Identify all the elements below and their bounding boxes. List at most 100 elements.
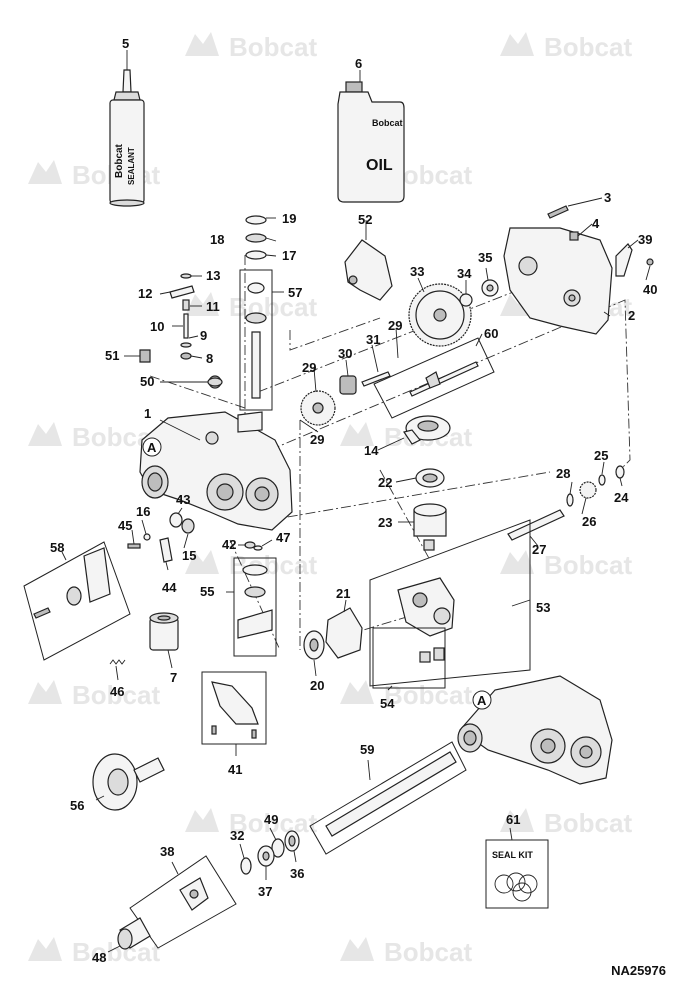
bolt-3 xyxy=(547,205,569,219)
seal-37 xyxy=(284,830,300,852)
callout-2: 2 xyxy=(628,308,635,323)
callout-7: 7 xyxy=(170,670,177,685)
callout-11: 11 xyxy=(206,299,220,314)
callout-53: 52 xyxy=(358,212,372,227)
svg-text:Bobcat: Bobcat xyxy=(372,118,403,128)
bolt-4 xyxy=(569,231,579,241)
filter-base-56 xyxy=(233,557,277,657)
pump-assembly-54 xyxy=(369,519,531,687)
watermark: Bobcat xyxy=(185,292,317,322)
gear-30 xyxy=(300,390,336,426)
transaxle-housing-right: A xyxy=(457,675,613,785)
callout-labels: 5 6 3 4 39 40 2 19 18 17 57 13 12 11 10 … xyxy=(50,36,657,965)
callout-27: 27 xyxy=(532,542,546,557)
callout-36: 35 xyxy=(478,250,492,265)
svg-text:OIL: OIL xyxy=(366,157,393,174)
svg-text:SEALANT: SEALANT xyxy=(127,147,136,185)
gear-34 xyxy=(408,283,472,347)
cam-14 xyxy=(403,415,451,445)
axle-shaft-60 xyxy=(309,741,467,855)
callout-61: 60 xyxy=(484,326,498,341)
bearing-36 xyxy=(481,279,499,297)
transaxle-housing-left: A xyxy=(139,375,293,531)
callout-24: 24 xyxy=(614,490,629,505)
ring-35 xyxy=(459,293,473,307)
callout-28: 28 xyxy=(556,466,570,481)
roller-49 xyxy=(117,917,151,950)
bracket-assembly-59 xyxy=(23,541,131,661)
svg-text:Bobcat: Bobcat xyxy=(544,808,632,838)
callout-14: 14 xyxy=(364,443,379,458)
flange-assembly-39 xyxy=(129,855,237,949)
callout-54: 53 xyxy=(536,600,550,615)
callout-47: 46 xyxy=(110,684,124,699)
parts-8-13 xyxy=(169,273,195,360)
callout-60: 59 xyxy=(360,742,374,757)
watermark: Bobcat xyxy=(185,550,317,580)
plug-43 xyxy=(244,541,256,549)
valve-kit-55 xyxy=(372,627,446,689)
callout-5: 5 xyxy=(122,36,129,51)
pinion-31 xyxy=(339,375,357,395)
svg-text:Bobcat: Bobcat xyxy=(114,143,125,178)
svg-text:SEAL KIT: SEAL KIT xyxy=(492,850,533,860)
callout-55: 54 xyxy=(380,696,395,711)
svg-text:Bobcat: Bobcat xyxy=(384,937,472,967)
callout-6: 6 xyxy=(355,56,362,71)
callout-1: 1 xyxy=(144,406,151,421)
watermark: Bobcat xyxy=(500,550,632,580)
callout-4: 4 xyxy=(592,216,600,231)
watermark: Bobcat xyxy=(500,808,632,838)
ring-19 xyxy=(245,215,267,225)
svg-text:Bobcat: Bobcat xyxy=(229,32,317,62)
callout-12: 12 xyxy=(138,286,152,301)
seal-20 xyxy=(303,630,325,660)
watermark: Bobcat xyxy=(340,680,472,710)
svg-text:Bobcat: Bobcat xyxy=(229,292,317,322)
shift-assembly-61 xyxy=(373,337,495,419)
nut-41 xyxy=(646,258,654,266)
callout-59: 58 xyxy=(50,540,64,555)
callout-29a: 29 xyxy=(388,318,402,333)
callout-34: 33 xyxy=(410,264,424,279)
callout-23: 23 xyxy=(378,515,392,530)
callout-39: 38 xyxy=(160,844,174,859)
watermark: Bobcat xyxy=(28,680,160,710)
oil-bottle: Bobcat OIL xyxy=(337,81,405,203)
callout-57: 56 xyxy=(70,798,84,813)
callout-29b: 29 xyxy=(310,432,324,447)
plug-52 xyxy=(139,349,151,363)
svg-text:Bobcat: Bobcat xyxy=(229,550,317,580)
callout-10: 10 xyxy=(150,319,164,334)
callout-17: 17 xyxy=(282,248,296,263)
ring-24 xyxy=(615,465,625,479)
shaft-32 xyxy=(361,371,391,387)
watermark: Bobcat xyxy=(28,422,160,452)
sealant-tube: Bobcat SEALANT xyxy=(109,69,145,207)
callout-35: 34 xyxy=(457,266,472,281)
oil-filter-7 xyxy=(149,612,179,651)
ring-28 xyxy=(566,493,574,507)
callout-19: 19 xyxy=(282,211,296,226)
seal-kit-62: SEAL KIT xyxy=(485,839,549,909)
washer-18 xyxy=(245,233,267,243)
callout-46: 45 xyxy=(118,518,132,533)
shaft-27 xyxy=(507,509,565,541)
callout-62: 61 xyxy=(506,812,520,827)
watermark: Bobcat xyxy=(185,808,317,838)
lever-40 xyxy=(615,243,633,277)
bearing-38 xyxy=(257,845,275,867)
cylinder-block-21 xyxy=(325,607,363,659)
callout-51: 50 xyxy=(140,374,154,389)
callout-44: 43 xyxy=(176,492,190,507)
washer-44 xyxy=(169,512,183,528)
housing-cover xyxy=(503,227,613,335)
drawing-number: NA25976 xyxy=(611,963,666,978)
watermark: Bobcat xyxy=(500,32,632,62)
callout-9: 9 xyxy=(200,328,207,343)
callout-13: 13 xyxy=(206,268,220,283)
callout-49: 48 xyxy=(92,950,106,965)
callout-8: 8 xyxy=(206,351,213,366)
ring-50 xyxy=(271,838,285,858)
callout-45: 44 xyxy=(162,580,177,595)
